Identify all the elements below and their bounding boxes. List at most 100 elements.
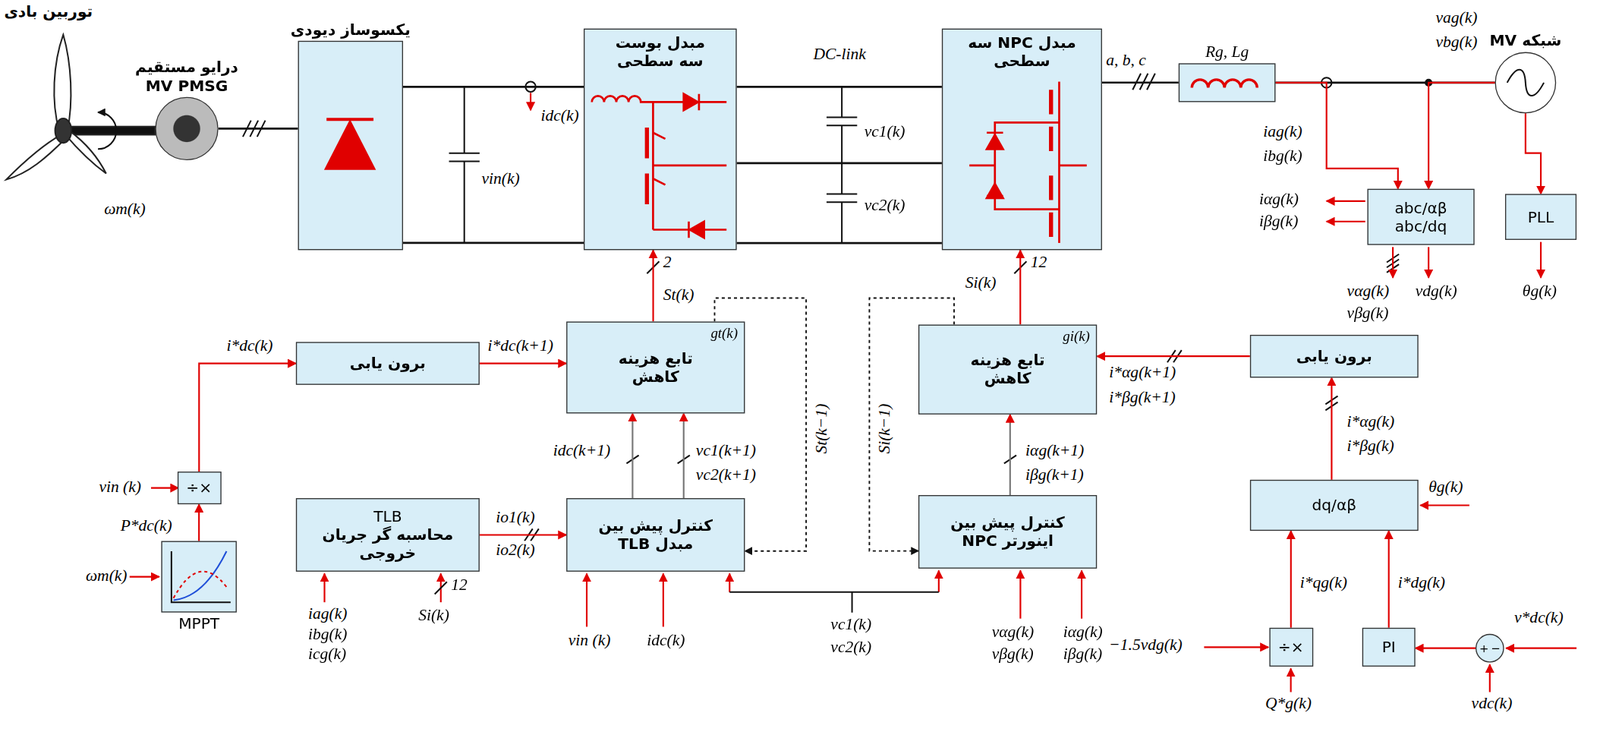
boost-symbols — [592, 94, 727, 239]
node-box: MPPT — [160, 541, 237, 613]
label-holder: vin(k) — [479, 169, 523, 188]
node-text: + — [1479, 642, 1489, 654]
edge-label-holder: i*qg(k) — [1297, 573, 1349, 593]
node-text: مبدل بوست سه سطحی — [604, 33, 717, 70]
signal-label: ibg(k) — [305, 624, 350, 643]
signal-label: idc(k) — [645, 630, 688, 649]
signal-label: vag(k) — [1433, 8, 1480, 27]
label-holder: iag(k) — [1261, 122, 1305, 141]
signal-label: vβg(k) — [1344, 304, 1391, 323]
corner-symbol: gi(k) — [1062, 328, 1090, 346]
signal-arrows — [1392, 246, 1394, 278]
edge-label-holder: idc(k+1) — [551, 440, 613, 460]
node-text: تابع هزینه کاهش — [959, 350, 1057, 388]
signal-label: vbg(k) — [1433, 32, 1480, 51]
node-text: abc/αβ abc/dq — [1385, 198, 1457, 235]
npc-symbols — [969, 122, 1059, 209]
node-circle: شبکه MV — [1495, 52, 1557, 114]
signal-label: vαg(k) — [1344, 281, 1392, 300]
signal-label: vc2(k) — [828, 637, 874, 656]
label-holder: vin (k) — [97, 477, 144, 496]
diode-rectifier-symbol — [326, 122, 374, 168]
boost-symbols — [683, 94, 699, 111]
signal-arrows — [1489, 664, 1491, 692]
label-holder: iαg(k) — [1061, 622, 1105, 641]
bus-lines — [729, 592, 939, 613]
converter-fills — [298, 40, 404, 251]
label-holder: vc2(k+1) — [693, 465, 758, 484]
boost-symbols — [689, 221, 705, 239]
heading-holder: شبکه MV — [1489, 31, 1562, 51]
signal-arrow — [198, 363, 297, 473]
heading-holder: درایو مستقیم MV PMSG — [125, 58, 248, 95]
signal-label: io2(k) — [494, 541, 538, 560]
label-holder: iβg(k+1) — [1023, 465, 1086, 484]
signal-arrows — [1080, 570, 1083, 619]
node-text: یکسوساز دیودی — [290, 20, 411, 39]
signal-arrows — [938, 570, 940, 593]
node-text: MPPT — [178, 614, 220, 633]
node-box: برون یابی — [1250, 334, 1419, 378]
label-holder: vc1(k) — [828, 615, 874, 634]
label-holder: Si(k) — [416, 606, 452, 625]
mppt-curves — [173, 571, 227, 599]
signal-label: 12 — [449, 575, 470, 594]
converter-fills — [160, 28, 1276, 613]
label-holder: −1.5vdg(k) — [1107, 636, 1185, 655]
signal-label: ωm(k) — [83, 566, 130, 585]
power-line — [737, 242, 942, 245]
converter-fills — [583, 28, 738, 251]
signal-arrows — [1203, 645, 1269, 648]
boost-symbols — [652, 132, 665, 186]
node-text: PLL — [1527, 207, 1555, 227]
node-box: مبدل بوست سه سطحی — [583, 28, 738, 251]
npc-symbols — [1048, 89, 1053, 237]
label-holder: io2(k) — [494, 541, 538, 560]
node-box: ÷× — [1269, 627, 1314, 667]
node-box: abc/αβ abc/dq — [1366, 188, 1475, 246]
bus-lines — [626, 455, 1017, 464]
node-box: تابع هزینه کاهشgt(k) — [566, 321, 745, 413]
signal-label: vc1(k) — [862, 122, 908, 141]
edge-label-holder: i*dc(k+1) — [485, 337, 556, 356]
npc-symbols — [986, 183, 1004, 199]
edge-label-holder: vc1(k+1) — [693, 440, 758, 460]
signal-label: iag(k) — [305, 604, 350, 623]
node-circle: درایو مستقیم MV PMSG — [154, 97, 218, 161]
label-holder: vag(k) — [1433, 8, 1480, 27]
signal-label: θg(k) — [1520, 281, 1560, 300]
boost-symbols — [652, 163, 727, 167]
power-line — [403, 85, 584, 89]
edge-label-holder: Si(k) — [963, 273, 999, 292]
label-holder: 12 — [449, 575, 470, 594]
label-holder: iβg(k) — [1061, 645, 1105, 664]
edge-label: i*αg(k) — [1344, 412, 1397, 431]
signal-arrows — [728, 573, 731, 593]
signal-label: vc2(k+1) — [693, 465, 758, 484]
signal-label: vdg(k) — [1413, 281, 1459, 300]
signal-label: vc1(k) — [828, 615, 874, 634]
label-holder: vin (k) — [566, 630, 613, 649]
label-holder: idc(k) — [538, 106, 582, 125]
label-holder: ωm(k) — [101, 200, 148, 219]
power-line — [737, 162, 942, 165]
node-text: برون یابی — [349, 354, 426, 373]
signal-arrow — [1415, 647, 1476, 649]
signal-arrows — [585, 573, 588, 627]
edge-label: i*dg(k) — [1395, 573, 1447, 593]
label-holder: توربین بادی — [2, 2, 95, 21]
label-holder: 2 — [661, 252, 674, 271]
bus-lines — [434, 261, 1339, 612]
signal-arrow — [631, 412, 634, 498]
wind-turbine — [65, 130, 107, 174]
power-line — [1102, 81, 1179, 84]
wind-turbine — [67, 126, 156, 136]
wind-turbine — [97, 112, 117, 149]
signal-arrows — [1505, 647, 1577, 649]
signal-arrows — [1420, 503, 1470, 506]
label-holder: vαg(k) — [1344, 281, 1392, 300]
node-text: ÷× — [185, 478, 212, 498]
edge-label: i*dc(k) — [224, 337, 275, 356]
boost-symbols — [688, 221, 727, 239]
